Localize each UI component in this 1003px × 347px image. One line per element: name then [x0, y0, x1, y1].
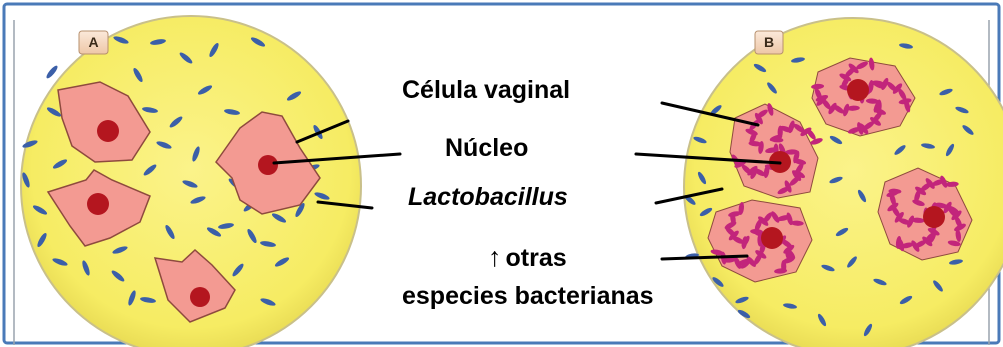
panel-a-tag-text: A — [88, 34, 98, 50]
panel-a-nucleus-4 — [190, 287, 210, 307]
panel-b-nucleus-2 — [847, 79, 869, 101]
panel-a-nucleus-3 — [87, 193, 109, 215]
panel-a-tag: A — [79, 31, 108, 54]
label-vaginal-cell: Célula vaginal — [402, 76, 570, 105]
label-nucleus: Núcleo — [445, 134, 528, 163]
label-other-bacteria: ↑otras — [488, 242, 567, 273]
panel-a-nucleus-2 — [258, 155, 278, 175]
up-arrow-icon: ↑ — [488, 242, 502, 273]
label-lactobacillus: Lactobacillus — [408, 183, 568, 212]
panel-a — [21, 16, 361, 347]
panel-b-nucleus-4 — [761, 227, 783, 249]
label-other-line1: otras — [506, 244, 567, 272]
label-other-line2: especies bacterianas — [402, 282, 654, 311]
panel-b-nucleus-3 — [923, 206, 945, 228]
panel-b-tag-text: B — [764, 34, 774, 50]
panel-a-nucleus-1 — [97, 120, 119, 142]
panel-b-tag: B — [755, 31, 783, 54]
